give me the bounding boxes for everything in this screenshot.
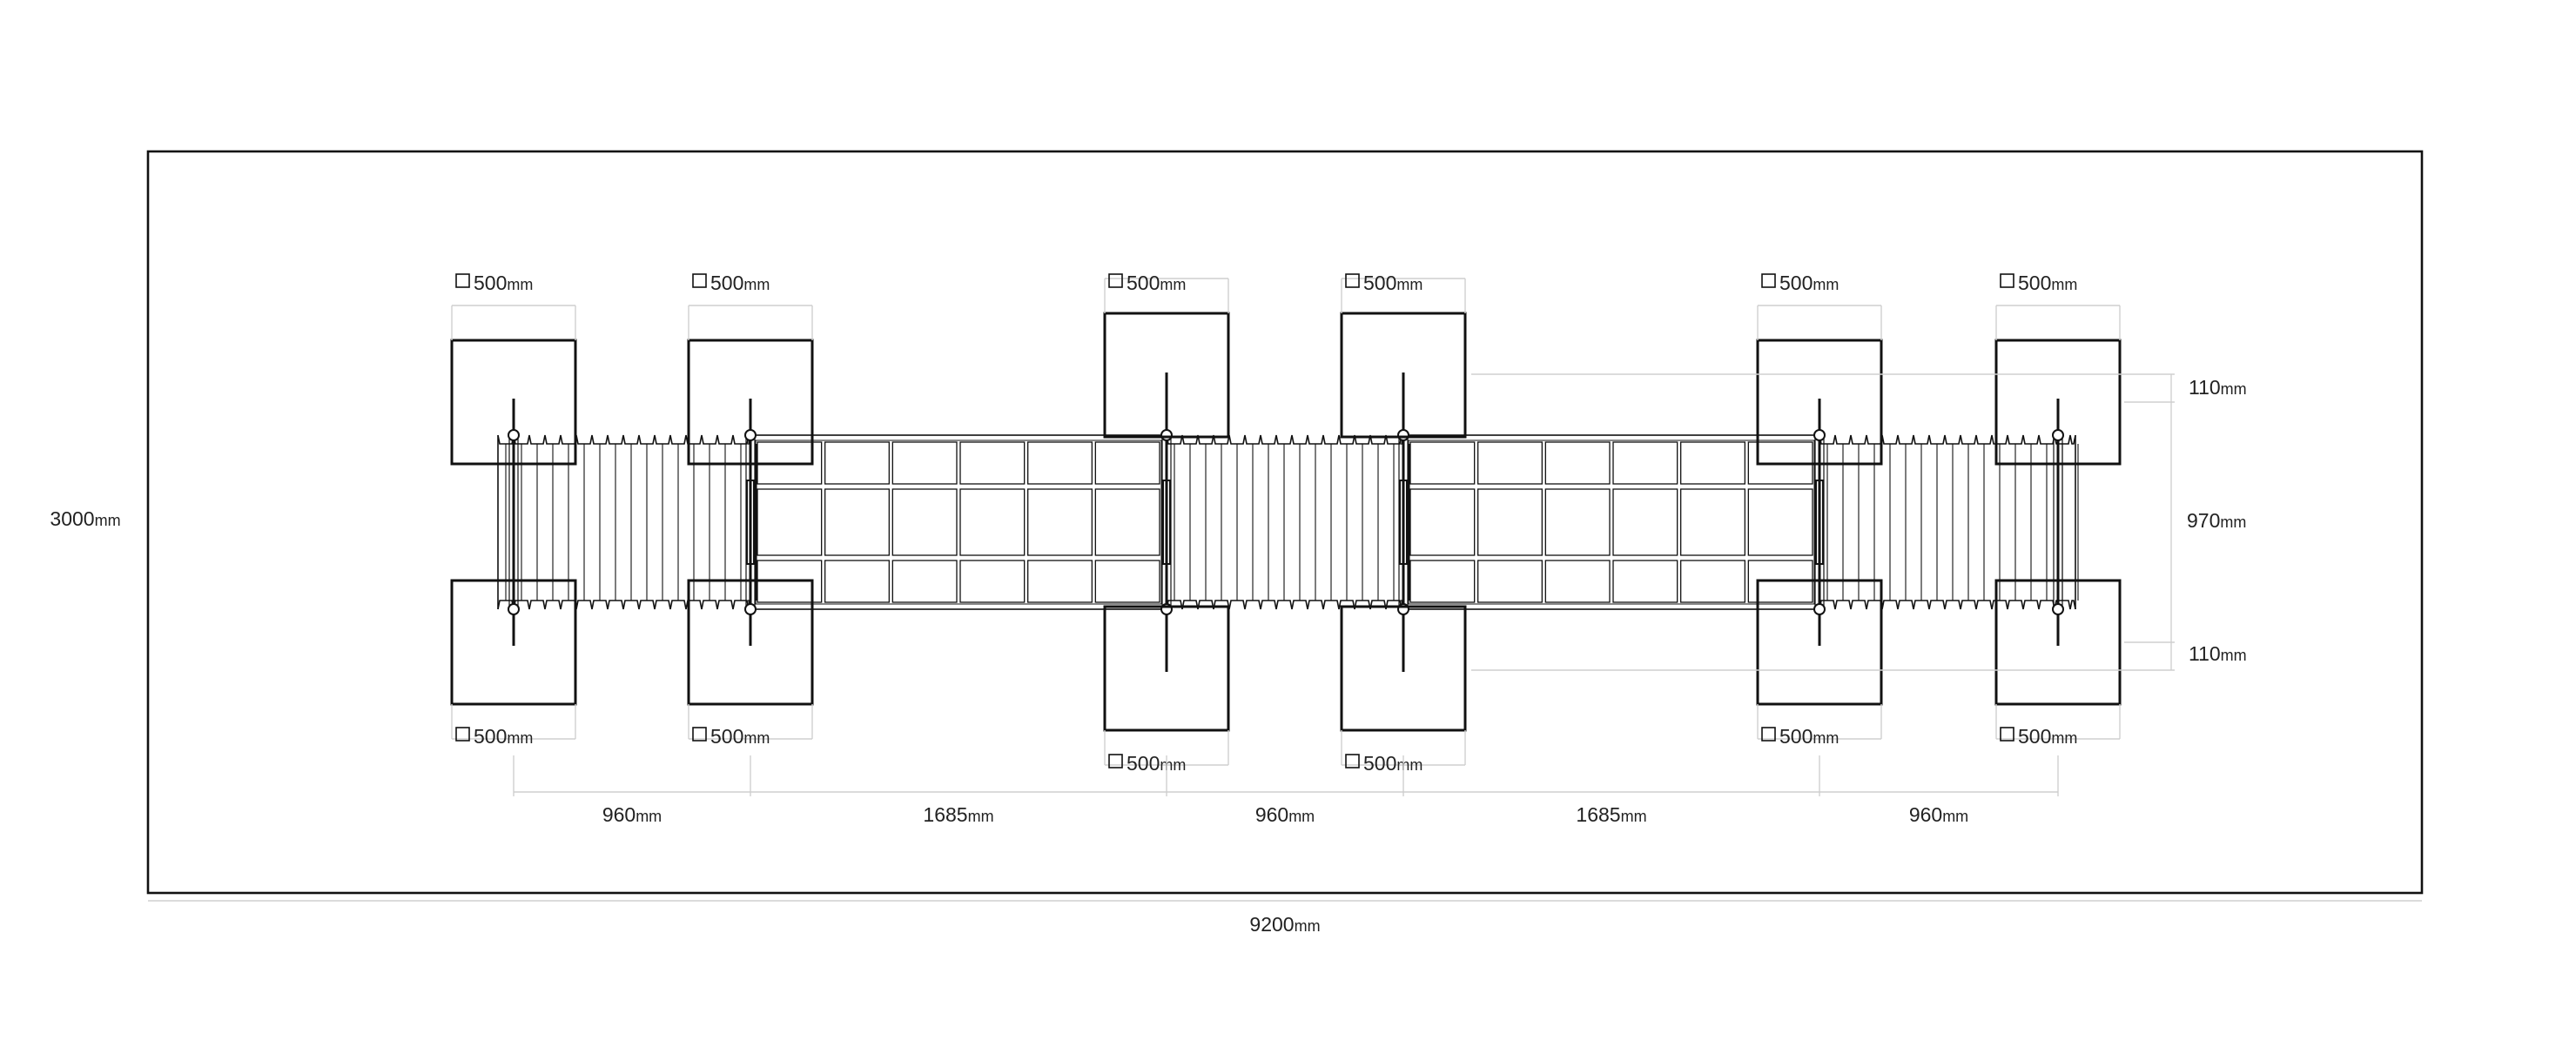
support-pad-4 <box>1340 312 1467 439</box>
support-pad-12 <box>1994 579 2122 706</box>
span-label-2: 1685mm <box>923 803 993 826</box>
span-label-4: 1685mm <box>1576 803 1646 826</box>
outer-boundary <box>146 150 2424 895</box>
support-pad-11 <box>1756 579 1883 706</box>
vertical-dimensions: 110mm 970mm 110mm <box>1471 373 2247 671</box>
pad-label-3: 500mm <box>1127 272 1186 294</box>
pad-label-4: 500mm <box>1363 272 1423 294</box>
support-pad-1 <box>450 339 577 466</box>
span-dimensions: 960mm 1685mm 960mm 1685mm 960mm <box>513 755 2059 826</box>
overall-width-label: 9200mm <box>1249 913 1320 936</box>
bridge-structure <box>497 372 2079 672</box>
square-symbol-icon <box>1345 754 1360 768</box>
pad-label-5: 500mm <box>1779 272 1839 294</box>
support-pad-10 <box>1340 605 1467 732</box>
square-symbol-icon <box>455 727 470 742</box>
square-symbol-icon <box>2000 727 2014 742</box>
pad-label-10: 500mm <box>1363 752 1423 775</box>
square-symbol-icon <box>1345 273 1360 288</box>
support-axis-4 <box>1397 372 1409 672</box>
pad-label-6: 500mm <box>2018 272 2077 294</box>
span-label-5: 960mm <box>1909 803 1968 826</box>
span-label-1: 960mm <box>602 803 662 826</box>
support-axis-3 <box>1160 372 1173 672</box>
bellows-section-1 <box>497 434 757 610</box>
support-axis-6 <box>2052 399 2064 646</box>
pad-label-7: 500mm <box>474 725 533 748</box>
vertical-label-bottom: 110mm <box>2189 642 2247 665</box>
pad-label-2: 500mm <box>710 272 770 294</box>
square-symbol-icon <box>692 727 707 742</box>
support-pad-7 <box>450 579 577 706</box>
support-axis-2 <box>744 399 757 646</box>
support-axis-1 <box>508 399 520 646</box>
overall-height-label: 3000mm <box>50 507 120 530</box>
vertical-label-top: 110mm <box>2189 376 2247 399</box>
pad-label-11: 500mm <box>1779 725 1839 748</box>
square-symbol-icon <box>692 273 707 288</box>
square-symbol-icon <box>1108 273 1123 288</box>
pad-label-9: 500mm <box>1127 752 1186 775</box>
square-symbol-icon <box>2000 273 2014 288</box>
pad-label-8: 500mm <box>710 725 770 748</box>
pad-label-1: 500mm <box>474 272 533 294</box>
vertical-label-middle: 970mm <box>2187 509 2246 532</box>
support-axis-5 <box>1813 399 1826 646</box>
bellows-section-3 <box>1819 434 2079 610</box>
support-pad-5 <box>1756 339 1883 466</box>
support-pad-8 <box>687 579 814 706</box>
square-symbol-icon <box>1108 754 1123 768</box>
square-symbol-icon <box>1761 727 1776 742</box>
support-pad-3 <box>1103 312 1230 439</box>
support-pad-2 <box>687 339 814 466</box>
bellows-section-2 <box>1166 434 1410 610</box>
pad-label-12: 500mm <box>2018 725 2077 748</box>
square-symbol-icon <box>1761 273 1776 288</box>
support-pad-9 <box>1103 605 1230 732</box>
span-label-3: 960mm <box>1255 803 1315 826</box>
support-pad-6 <box>1994 339 2122 466</box>
support-pads: 500mm 500mm 500mm 500mm 500mm 500mm 500mm 500mm… <box>450 272 2122 775</box>
square-symbol-icon <box>455 273 470 288</box>
